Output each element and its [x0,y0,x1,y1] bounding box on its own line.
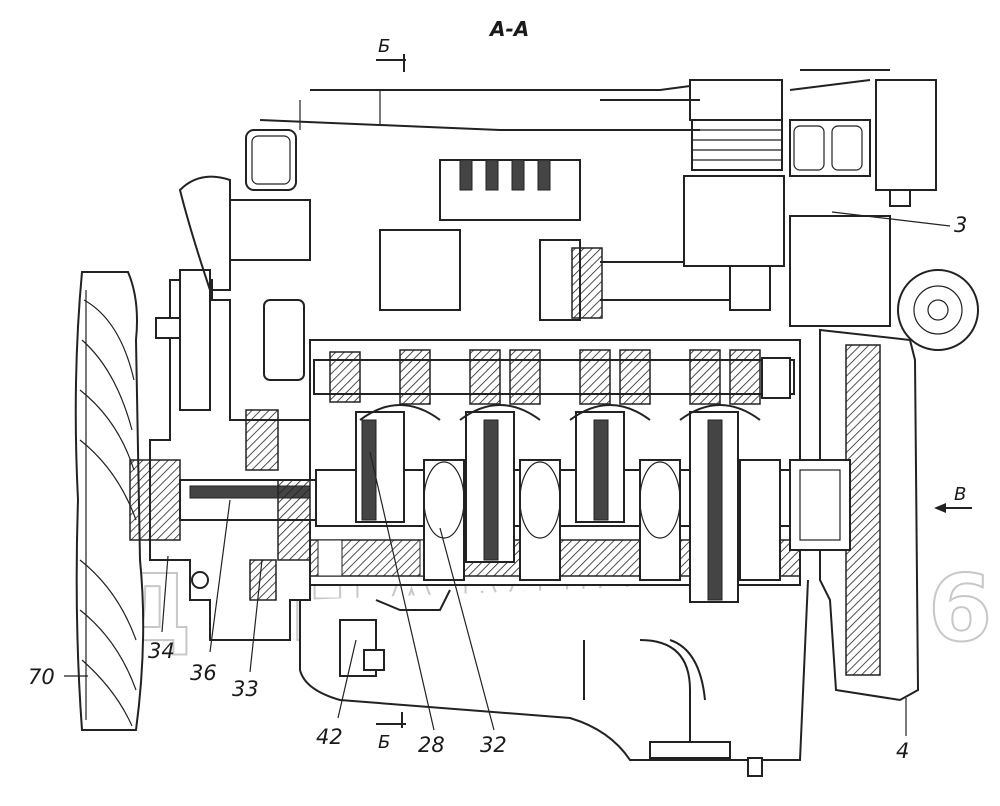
callout-34: 34 [148,555,175,663]
callout-33: 33 [232,559,263,701]
callout-32-label: 32 [480,733,507,757]
callout-70: 70 [28,665,88,689]
callout-33-label: 33 [232,677,259,701]
oil-sump [299,579,809,777]
crankshaft [315,404,801,603]
fuel-filter [789,79,937,207]
callout-42: 42 [316,639,357,749]
section-mark-bottom-label: Б [378,732,390,753]
fan-blades [74,271,145,731]
callout-36-label: 36 [190,661,217,685]
callout-70-label: 70 [28,665,55,689]
front-cover-assembly [129,269,317,641]
callout-34-label: 34 [148,639,175,663]
fuel-lines [178,69,890,381]
air-compressor [683,79,785,267]
callout-36: 36 [190,499,231,685]
callout-4: 4 [896,698,909,763]
camshaft [313,349,795,405]
callout-42-label: 42 [316,725,343,749]
callout-3-label: 3 [954,213,967,237]
callout-28: 28 [369,451,445,757]
crank-throw-2 [465,411,561,581]
crank-throw-4 [689,411,781,603]
section-mark-top: Б [376,36,406,72]
callout-4-label: 4 [896,739,909,763]
callout-3: 3 [831,211,967,237]
view-mark: В [934,484,972,513]
crank-throw-1 [355,411,465,581]
flywheel-housing [789,215,979,702]
section-mark-bottom: Б [376,712,406,753]
crank-throw-3 [575,411,681,581]
oil-pump [339,589,451,677]
callout-32: 32 [439,527,507,757]
callout-28-label: 28 [418,733,445,757]
section-title: А-А [488,17,529,41]
injection-pump [379,159,771,321]
view-mark-label: В [954,484,966,505]
section-mark-top-label: Б [378,36,390,57]
